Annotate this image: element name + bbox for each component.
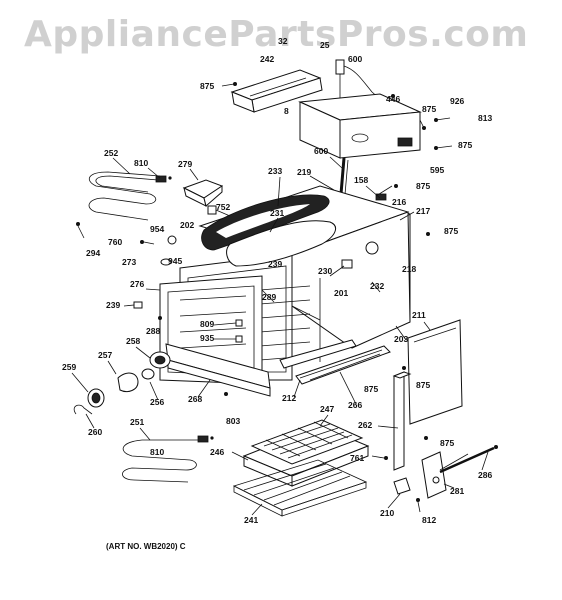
callout-label: 595 xyxy=(430,165,444,175)
bottom-channel-part-266 xyxy=(295,345,391,385)
callout-label: 259 xyxy=(62,362,76,372)
callout-label: 262 xyxy=(358,420,372,430)
callout-label: 212 xyxy=(282,393,296,403)
callout-label: 954 xyxy=(150,224,164,234)
fastener-parts xyxy=(140,235,177,266)
callout-label: 230 xyxy=(318,266,332,276)
callout-label: 273 xyxy=(122,257,136,267)
callout-label: 242 xyxy=(260,54,274,64)
callout-label: 231 xyxy=(270,208,284,218)
hinge-part-281 xyxy=(421,451,469,499)
callout-label: 875 xyxy=(422,104,436,114)
bracket-part-262 xyxy=(392,371,412,471)
callout-label: 810 xyxy=(150,447,164,457)
cover-part-279 xyxy=(182,179,224,207)
oven-rack-part-241 xyxy=(232,459,368,517)
callout-label: 210 xyxy=(380,508,394,518)
art-number: (ART NO. WB2020) C xyxy=(106,542,186,551)
callout-label: 446 xyxy=(386,94,400,104)
lamp-assembly-parts xyxy=(87,351,171,408)
callout-label: 294 xyxy=(86,248,100,258)
callout-label: 875 xyxy=(444,226,458,236)
callout-label: 286 xyxy=(478,470,492,480)
screw-part xyxy=(224,184,430,440)
control-panel-housing-part-8 xyxy=(298,93,422,159)
leader-lines xyxy=(71,156,489,516)
screw-part-294 xyxy=(76,222,85,239)
callout-label: 158 xyxy=(354,175,368,185)
callout-label: 217 xyxy=(416,206,430,216)
screw-part-761 xyxy=(371,455,388,460)
callout-label: 219 xyxy=(297,167,311,177)
callout-label: 8 xyxy=(284,106,289,116)
callout-label: 288 xyxy=(146,326,160,336)
callout-label: 218 xyxy=(402,264,416,274)
callout-label: 258 xyxy=(126,336,140,346)
callout-label: 241 xyxy=(244,515,258,525)
callout-label: 600 xyxy=(314,146,328,156)
callout-label: 256 xyxy=(150,397,164,407)
callout-label: 211 xyxy=(412,310,426,320)
insulation-blanket-part-233 xyxy=(201,194,337,267)
callout-label: 809 xyxy=(200,319,214,329)
broiler-grid-part-247 xyxy=(250,419,364,465)
callout-label: 266 xyxy=(348,400,362,410)
callout-label: 203 xyxy=(394,334,408,344)
callout-label: 268 xyxy=(188,394,202,404)
callout-label: 803 xyxy=(226,416,240,426)
callout-label: 752 xyxy=(216,202,230,212)
callout-label: 201 xyxy=(334,288,348,298)
callout-label: 239 xyxy=(106,300,120,310)
bracket-part-752 xyxy=(207,205,231,217)
screw-part xyxy=(221,82,237,87)
callout-label: 813 xyxy=(478,113,492,123)
vent-duct-part-242 xyxy=(230,69,323,113)
clip-part-210 xyxy=(393,477,411,495)
callout-label: 875 xyxy=(416,181,430,191)
callout-label: 247 xyxy=(320,404,334,414)
bottom-trim-part-268 xyxy=(165,343,271,397)
part-288 xyxy=(158,316,162,320)
callout-label: 926 xyxy=(450,96,464,106)
callout-label: 216 xyxy=(392,197,406,207)
bracket-part-239 xyxy=(133,301,143,309)
wire-clip-part-260 xyxy=(73,404,93,415)
callout-label: 251 xyxy=(130,417,144,427)
callout-label: 812 xyxy=(422,515,436,525)
callout-label: 875 xyxy=(440,438,454,448)
callout-label: 279 xyxy=(178,159,192,169)
rear-panel-part-211 xyxy=(407,319,463,425)
callout-label: 25 xyxy=(320,40,330,50)
callout-label: 810 xyxy=(134,158,148,168)
screw-part xyxy=(419,117,453,150)
channel-part-212 xyxy=(279,339,357,369)
callout-label: 232 xyxy=(370,281,384,291)
callout-label: 246 xyxy=(210,447,224,457)
callout-label: 600 xyxy=(348,54,362,64)
callout-label: 875 xyxy=(458,140,472,150)
broil-element-part-251 xyxy=(122,435,214,483)
hinge-spring-part-286 xyxy=(439,445,498,474)
callout-label: 945 xyxy=(168,256,182,266)
screw-part-812 xyxy=(416,498,421,513)
callout-label: 281 xyxy=(450,486,464,496)
callout-label: 252 xyxy=(104,148,118,158)
callout-label: 875 xyxy=(200,81,214,91)
callout-label: 260 xyxy=(88,427,102,437)
callout-label: 233 xyxy=(268,166,282,176)
callout-label: 935 xyxy=(200,333,214,343)
callout-label: 257 xyxy=(98,350,112,360)
callout-label: 875 xyxy=(364,384,378,394)
callout-label: 32 xyxy=(278,36,288,46)
bake-element-part-252 xyxy=(88,171,172,221)
rack-guides-part-289 xyxy=(179,295,247,349)
callout-label: 202 xyxy=(180,220,194,230)
callout-label: 239 xyxy=(268,259,282,269)
callout-label: 760 xyxy=(108,237,122,247)
callout-label: 875 xyxy=(416,380,430,390)
callout-label: 276 xyxy=(130,279,144,289)
callout-label: 761 xyxy=(350,453,364,463)
